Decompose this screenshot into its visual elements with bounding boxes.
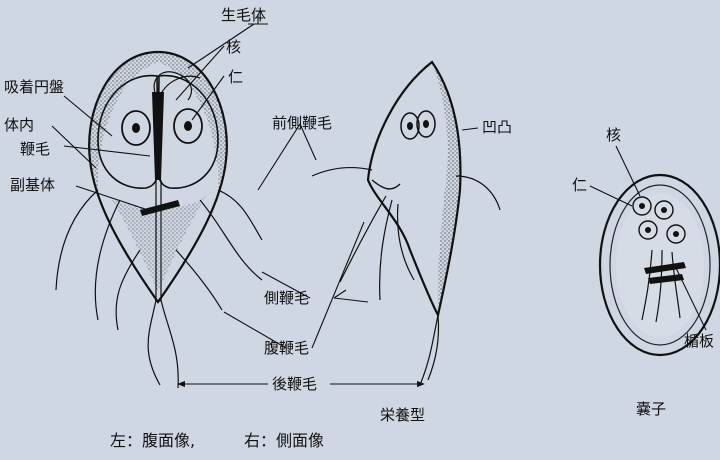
label-body-interior: 体内 [4,116,34,134]
label-nucleolus: 仁 [228,68,243,86]
lateral-anterior-flagellum [312,168,372,176]
cyst-nucleolus-1 [639,203,645,209]
label-nucleus: 核 [226,38,241,56]
anterior-flagellum-right [200,200,262,280]
label-lateral-flagella: 側鞭毛 [264,289,309,307]
label-sucking-disc: 吸着円盤 [4,78,64,96]
posterior-flagellum-left [148,300,160,385]
label-posterior-flagella: 後鞭毛 [272,375,317,393]
axostyle [152,92,164,180]
lateral-dense-edge [432,62,460,315]
label-cyst-nucleolus: 仁 [572,176,587,194]
labels: 生毛体 核 仁 吸着円盤 体内 鞭毛 副基体 前側鞭毛 凹凸 側鞭毛 腹鞭毛 後… [4,6,714,450]
cyst-inner-fill [616,193,704,337]
label-flagellum: 鞭毛 [20,140,50,158]
lateral-disc-curve [372,180,400,189]
nucleolus-right [184,121,192,131]
label-ventral-flagella: 腹鞭毛 [264,339,309,357]
caption-left: 左：腹面像, [110,431,195,450]
cyst-nucleolus-3 [645,227,651,233]
label-cyst-nucleus: 核 [606,126,621,144]
lateral-flagellum-left [56,190,98,290]
cyst [600,175,720,355]
cyst-nucleolus-4 [673,231,679,237]
label-concavity: 凹凸 [482,118,512,136]
label-basal-body: 生毛体 [221,6,266,24]
lateral-nucleolus-1 [407,122,413,130]
ventral-view-trophozoite [56,52,262,388]
ventral-flagellum-left [116,250,140,330]
posterior-flagellum-right [161,300,178,388]
label-cyst: 嚢子 [636,400,666,418]
lateral-nucleolus-2 [423,120,429,128]
lateral-posterior-flagellum-2 [428,315,439,380]
lateral-view-trophozoite [312,62,500,385]
label-anterior-flagella: 前側鞭毛 [272,114,332,132]
lateral-flagellum-right [218,190,262,240]
nucleolus-left [132,123,140,133]
cyst-nucleolus-2 [661,207,667,213]
lateral-flagellum-dorsal [456,176,500,210]
label-parabasal-body: 副基体 [10,176,55,194]
lateral-flagellum-a [340,196,386,282]
label-trophozoite: 栄養型 [380,406,425,424]
ventral-flagellum-right [176,250,222,310]
lateral-posterior-flagellum [420,315,438,385]
label-median-plate: 楯板 [684,332,714,350]
caption-right: 右：側面像 [244,431,324,450]
